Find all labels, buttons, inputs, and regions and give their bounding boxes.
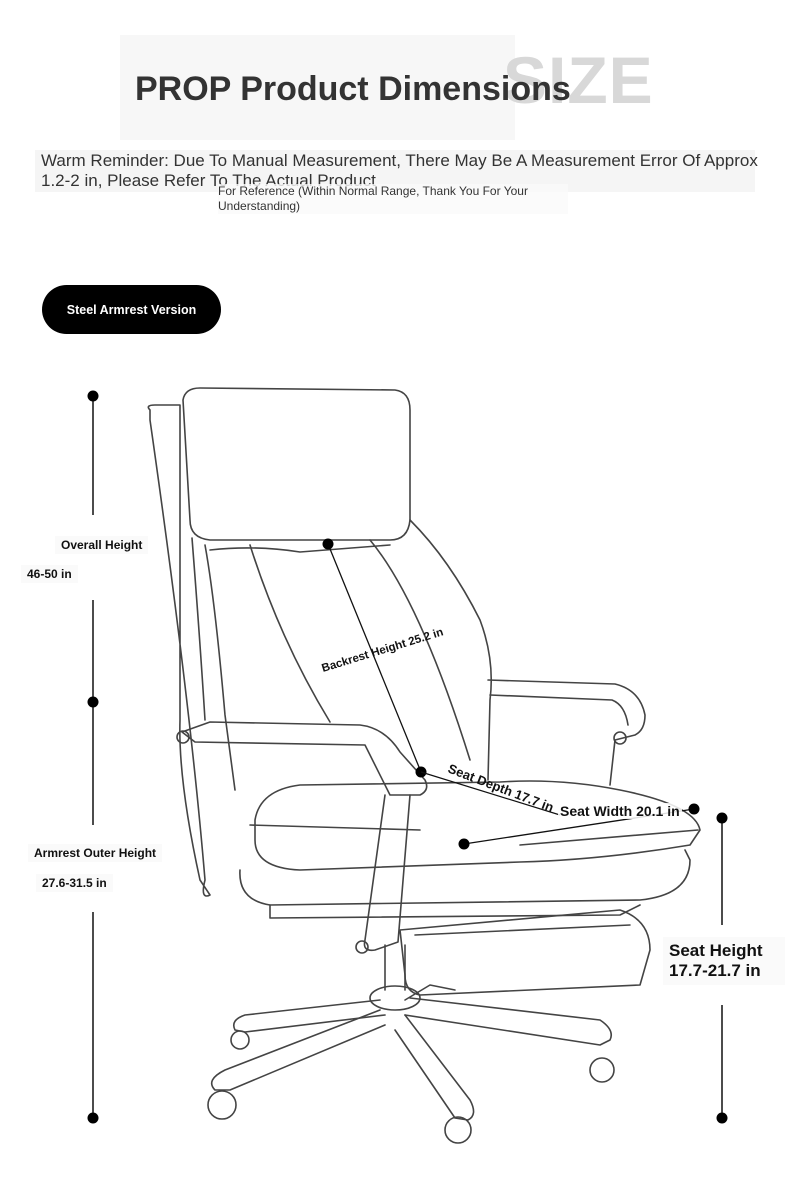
- armrest-height-value: 27.6-31.5 in: [36, 874, 113, 892]
- seat-depth-line: [420, 771, 561, 816]
- reference-note: For Reference (Within Normal Range, Than…: [218, 184, 568, 214]
- overall-height-value: 46-50 in: [21, 565, 78, 583]
- overall-height-line: [87, 390, 99, 1124]
- seat-height-box: Seat Height 17.7-21.7 in: [663, 937, 785, 985]
- reference-line-2: Understanding): [218, 199, 301, 213]
- chair-sketch: [147, 387, 701, 1144]
- title-background: [120, 35, 515, 140]
- page-title: PROP Product Dimensions: [135, 70, 571, 108]
- reference-line-1: For Reference (Within Normal Range, Than…: [218, 184, 528, 198]
- size-watermark: SIZE: [503, 43, 654, 117]
- overall-height-top-dot: [87, 390, 99, 402]
- backrest-height-label: Backrest Height 25.2 in: [320, 626, 445, 674]
- seat-height-label: Seat Height: [669, 941, 763, 960]
- seat-depth-label: Seat Depth 17.7 in: [446, 761, 556, 815]
- reminder-line-1: Warm Reminder: Due To Manual Measurement…: [41, 151, 758, 170]
- seat-height-bottom-dot: [716, 1112, 728, 1124]
- seat-height-value: 17.7-21.7 in: [669, 961, 761, 980]
- overall-height-label: Overall Height: [55, 536, 149, 554]
- overall-height-bottom-dot: [87, 1112, 99, 1124]
- version-badge: Steel Armrest Version: [42, 285, 221, 334]
- seat-height-top-dot: [716, 812, 728, 824]
- armrest-height-label: Armrest Outer Height: [28, 844, 163, 862]
- backrest-height-line: [322, 538, 427, 778]
- seat-width-label: Seat Width 20.1 in: [558, 803, 682, 819]
- armrest-height-top-dot: [87, 696, 99, 708]
- seat-height-line: [716, 812, 728, 1124]
